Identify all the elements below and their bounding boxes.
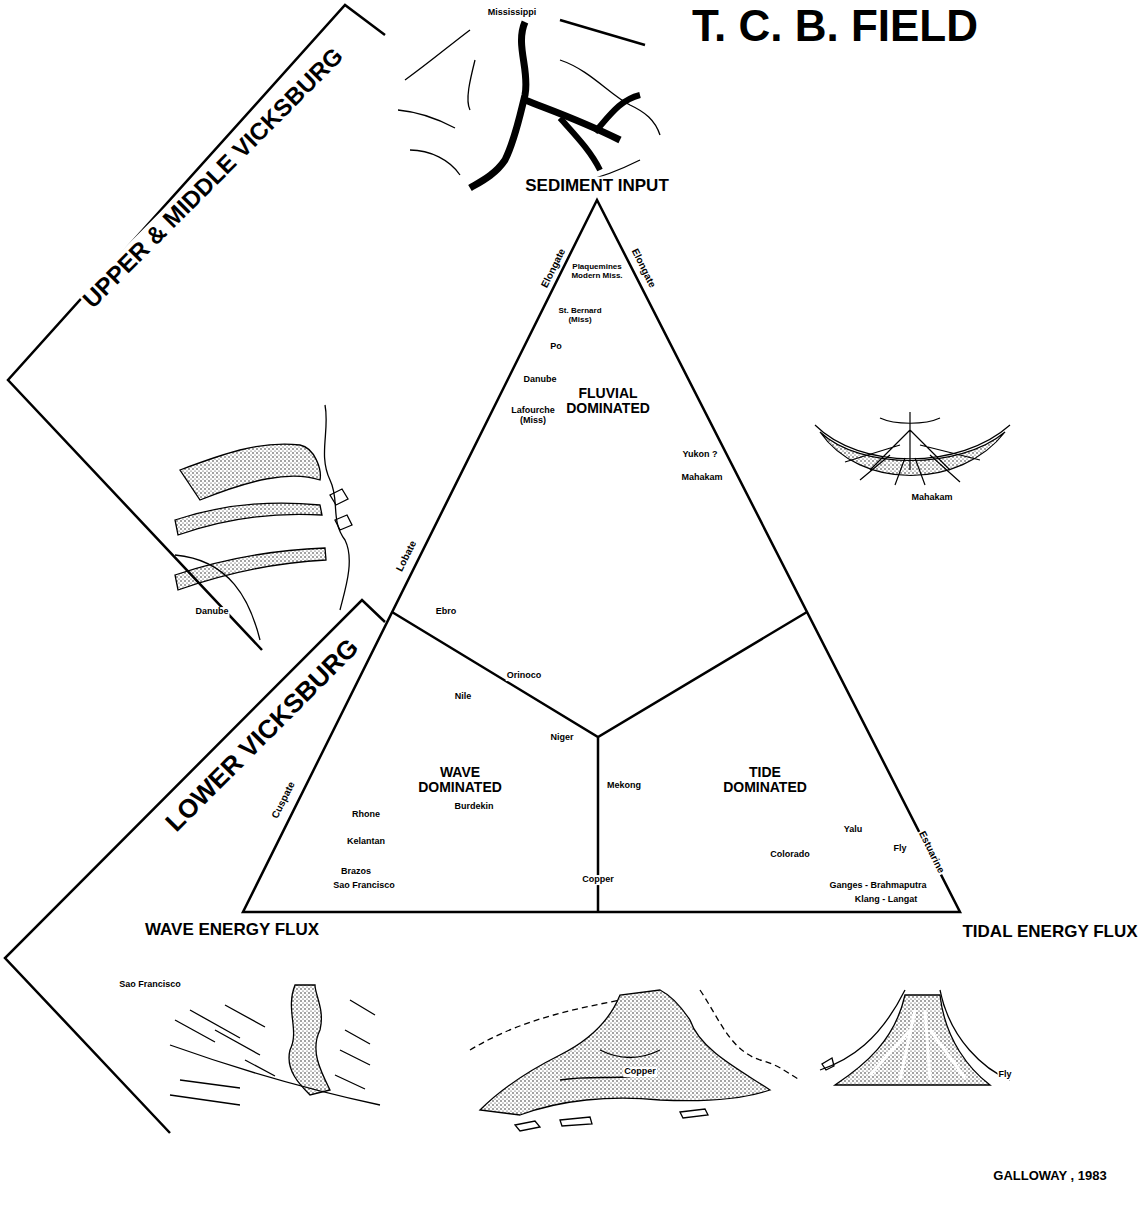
mahakam-sketch-stroke	[820, 432, 1005, 476]
danube-sketch-stroke	[175, 503, 322, 535]
side-label: Lobate	[393, 538, 418, 574]
delta-name: Orinoco	[506, 671, 543, 681]
delta-name: Fly	[892, 844, 907, 854]
copper-sketch-stroke	[560, 1050, 660, 1080]
delta-name: Yukon ?	[681, 450, 718, 460]
frame-bracket	[5, 5, 645, 1133]
sao-francisco-sketch	[170, 985, 380, 1105]
sketch-label: Copper	[623, 1067, 657, 1077]
ternary-triangle-stroke	[392, 612, 807, 912]
delta-name: Mekong	[606, 781, 642, 791]
side-label: Cuspate	[269, 779, 297, 821]
danube-sketch-stroke	[324, 405, 349, 610]
mississippi-sketch-stroke	[560, 118, 600, 170]
sketch-label: Sao Francisco	[118, 980, 182, 990]
danube-sketch-stroke	[175, 555, 260, 640]
mahakam-sketch	[815, 412, 1010, 485]
mississippi-sketch-stroke	[468, 60, 475, 110]
sao-francisco-sketch-stroke	[289, 985, 330, 1095]
danube-sketch-stroke	[175, 548, 326, 590]
fly-sketch	[820, 990, 1010, 1085]
corner-label: WAVE ENERGY FLUX	[144, 921, 320, 940]
delta-name: Burdekin	[453, 802, 494, 812]
delta-name: Klang - Langat	[854, 895, 919, 905]
danube-sketch-stroke	[330, 489, 352, 530]
sketch-label: Danube	[194, 607, 229, 617]
credit-label: GALLOWAY , 1983	[992, 1169, 1107, 1183]
ternary-triangle-stroke	[243, 200, 960, 912]
side-label: Elongate	[629, 246, 659, 291]
ternary-triangle	[243, 200, 960, 912]
corner-label: TIDAL ENERGY FLUX	[961, 923, 1138, 942]
delta-name: Ganges - Brahmaputra	[828, 881, 927, 891]
mahakam-sketch-stroke	[845, 412, 980, 485]
sketch-label: Mahakam	[910, 493, 953, 503]
fly-sketch-stroke	[822, 1058, 834, 1070]
delta-name: Brazos	[340, 867, 372, 877]
sao-francisco-sketch-stroke	[175, 1000, 375, 1089]
region-label: WAVE DOMINATED	[409, 765, 511, 796]
delta-name: Copper	[581, 875, 615, 885]
danube-sketch-stroke	[180, 444, 320, 500]
delta-name: Mahakam	[680, 473, 723, 483]
delta-name: Ebro	[435, 607, 458, 617]
delta-name: Sao Francisco	[332, 881, 396, 891]
copper-sketch	[470, 990, 800, 1131]
danube-sketch	[175, 405, 352, 640]
delta-name: Yalu	[843, 825, 864, 835]
copper-sketch-stroke	[480, 990, 770, 1115]
region-label: FLUVIAL DOMINATED	[557, 386, 659, 417]
delta-name: Colorado	[769, 850, 811, 860]
mississippi-sketch	[398, 22, 660, 188]
page-title: T. C. B. FIELD	[691, 2, 979, 50]
fly-sketch-stroke	[835, 995, 990, 1085]
sketch-label: Mississippi	[487, 8, 538, 18]
delta-name: Lafourche (Miss)	[506, 406, 560, 426]
frame-bracket-stroke	[560, 20, 645, 45]
region-label: TIDE DOMINATED	[714, 765, 816, 796]
sketch-label: Fly	[997, 1070, 1012, 1080]
frame-bracket-stroke	[8, 5, 385, 650]
formation-label: LOWER VICKSBURG	[159, 632, 364, 837]
side-label: Estuarine	[916, 828, 947, 876]
frame-bracket-stroke	[5, 600, 385, 1133]
delta-name: Danube	[522, 375, 557, 385]
delta-name: Po	[549, 342, 563, 352]
fly-sketch-stroke	[870, 1010, 965, 1080]
mississippi-sketch-stroke	[470, 22, 526, 188]
copper-sketch-stroke	[515, 1109, 708, 1131]
delta-name: Nile	[454, 692, 473, 702]
mississippi-sketch-stroke	[398, 30, 470, 175]
delta-name: Plaquemines Modern Miss.	[567, 263, 627, 281]
mississippi-sketch-stroke	[595, 95, 640, 132]
mississippi-sketch-stroke	[560, 118, 600, 170]
delta-name: St. Bernard (Miss)	[554, 307, 606, 325]
mississippi-sketch-stroke	[470, 22, 526, 188]
formation-label: UPPER & MIDDLE VICKSBURG	[77, 42, 349, 314]
delta-name: Niger	[549, 733, 574, 743]
delta-name: Rhone	[351, 810, 381, 820]
delta-name: Kelantan	[346, 837, 386, 847]
mississippi-sketch-stroke	[595, 95, 640, 132]
mahakam-sketch-stroke	[880, 418, 940, 423]
side-label: Elongate	[538, 246, 568, 291]
corner-label: SEDIMENT INPUT	[524, 177, 670, 196]
sao-francisco-sketch-stroke	[170, 1080, 240, 1105]
